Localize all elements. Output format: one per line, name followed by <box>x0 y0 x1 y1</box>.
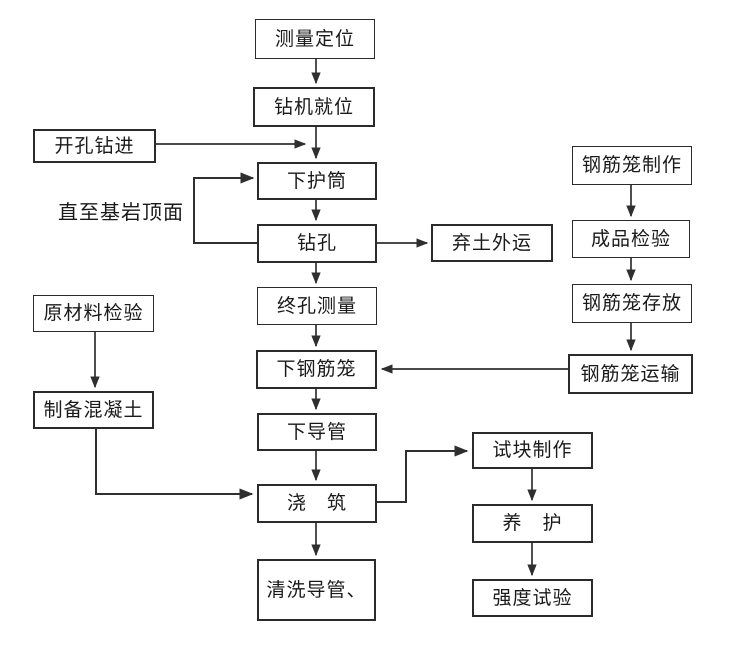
edge-concrete-to-pour <box>95 429 254 500</box>
node-clean-tremie-pipe: 清洗导管、 <box>257 559 376 621</box>
node-rebar-cage-transport: 钢筋笼运输 <box>568 354 693 394</box>
node-lower-rebar-cage: 下钢筋笼 <box>256 350 377 389</box>
edge-drill-loop-to-casing <box>193 172 257 244</box>
node-rebar-cage-fabrication: 钢筋笼制作 <box>572 146 692 185</box>
node-lower-casing: 下护筒 <box>257 162 377 200</box>
node-finished-product-inspection: 成品检验 <box>572 220 690 258</box>
node-curing: 养 护 <box>472 504 593 543</box>
node-prepare-concrete: 制备混凝土 <box>33 391 154 429</box>
node-concrete-pouring: 浇 筑 <box>257 484 377 523</box>
edge-pour-to-testblock <box>377 445 469 503</box>
node-open-hole-drilling: 开孔钻进 <box>33 129 156 163</box>
node-survey-positioning: 测量定位 <box>255 19 375 59</box>
node-strength-test: 强度试验 <box>472 579 593 617</box>
node-drill-rig-in-place: 钻机就位 <box>253 87 375 127</box>
node-drilling: 钻孔 <box>257 224 377 263</box>
node-spoil-removal: 弃土外运 <box>431 224 553 262</box>
node-final-hole-survey: 终孔测量 <box>257 287 377 325</box>
node-rebar-cage-storage: 钢筋笼存放 <box>572 284 692 323</box>
note-until-bedrock-top: 直至基岩顶面 <box>58 200 184 224</box>
node-lower-tremie-pipe: 下导管 <box>257 413 377 451</box>
node-test-block-making: 试块制作 <box>472 432 593 469</box>
node-raw-material-inspection: 原材料检验 <box>33 295 154 332</box>
